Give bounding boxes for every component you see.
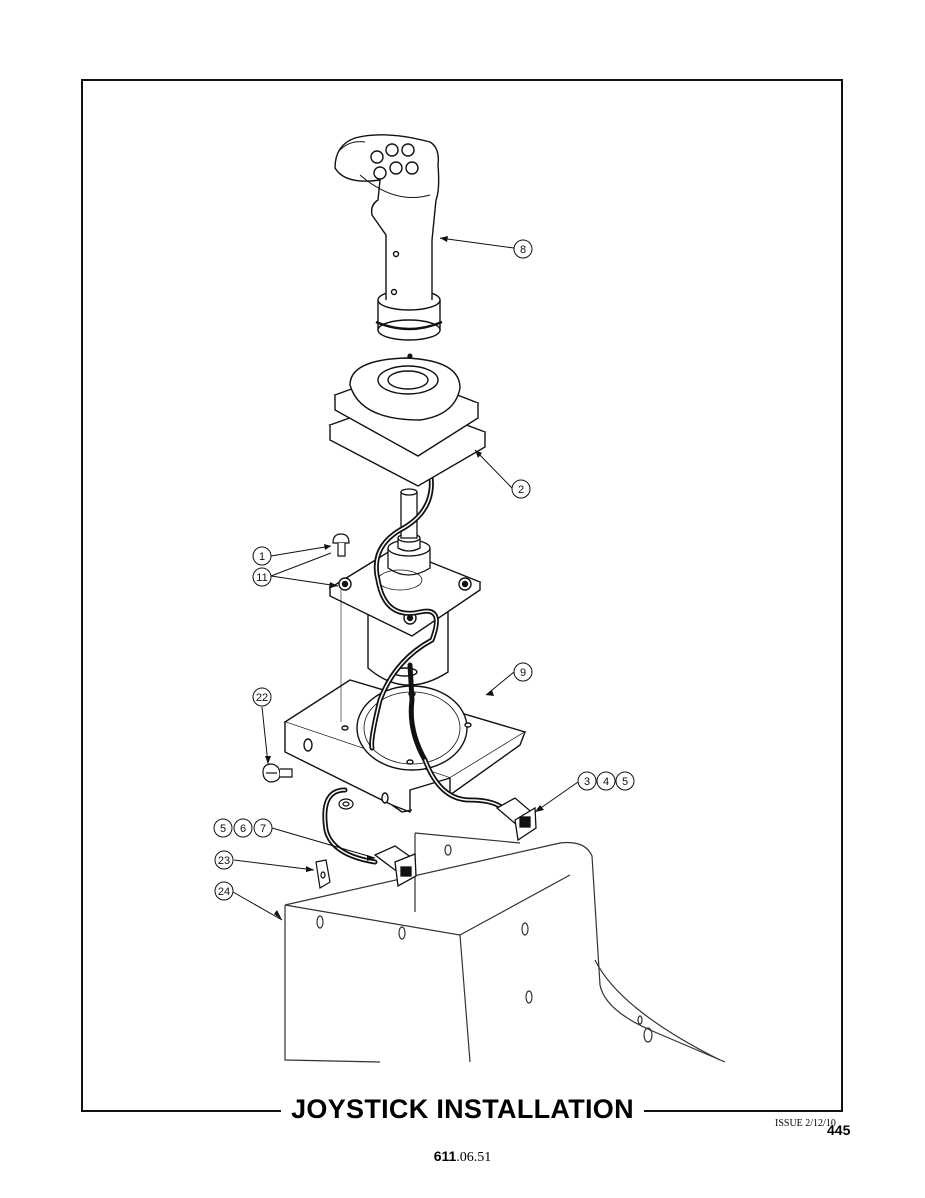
callout-24-label: 24 [218,886,230,898]
connector-right [495,797,537,842]
callout-11-label: 11 [256,572,267,584]
callout-6-label: 6 [240,823,246,835]
clip [315,859,331,889]
rubber-boot [328,357,487,487]
callout-5b-label: 5 [220,823,226,835]
callout-8: 8 [513,239,533,259]
connector-left [373,845,417,888]
callout-1: 1 [252,546,272,566]
callout-3: 3 [577,771,597,791]
page-title-text: JOYSTICK INSTALLATION [281,1094,644,1124]
callout-5b: 5 [213,818,233,838]
issue-date: ISSUE 2/12/10 [775,1118,836,1129]
chassis-frame [284,832,726,1063]
callout-5a-label: 5 [622,776,628,788]
callout-9: 9 [513,662,533,682]
callout-4-label: 4 [603,776,609,788]
callout-8-label: 8 [520,244,526,256]
gimbal-nut-and-shaft [377,488,431,591]
callout-1-label: 1 [259,551,265,563]
leader-lines [232,237,579,921]
callout-2: 2 [511,479,531,499]
callout-22: 22 [252,687,272,707]
mounting-plate [283,679,527,814]
callout-5a: 5 [615,771,635,791]
page-title: JOYSTICK INSTALLATION [0,1094,925,1125]
screw [262,763,293,783]
callout-23-label: 23 [218,855,230,867]
callout-6: 6 [233,818,253,838]
joystick-handle [334,134,443,341]
callouts: 8 2 1 11 9 22 3 4 5 5 6 7 23 24 [213,239,635,901]
callout-2-label: 2 [518,484,524,496]
document-number-suffix: .06.51 [456,1150,492,1165]
callout-22-label: 22 [256,692,268,704]
callout-23: 23 [214,850,234,870]
page-number: 445 [827,1122,851,1138]
callout-7: 7 [253,818,273,838]
callout-3-label: 3 [584,776,590,788]
document-number: 611.06.51 [0,1148,925,1166]
callout-4: 4 [596,771,616,791]
callout-11: 11 [252,567,272,587]
bolt [332,533,350,722]
callout-24: 24 [214,881,234,901]
document-number-prefix: 611 [433,1148,457,1164]
lower-nut [338,798,354,810]
leader-arrowheads [265,236,544,920]
callout-7-label: 7 [260,823,266,835]
callout-9-label: 9 [520,667,526,679]
